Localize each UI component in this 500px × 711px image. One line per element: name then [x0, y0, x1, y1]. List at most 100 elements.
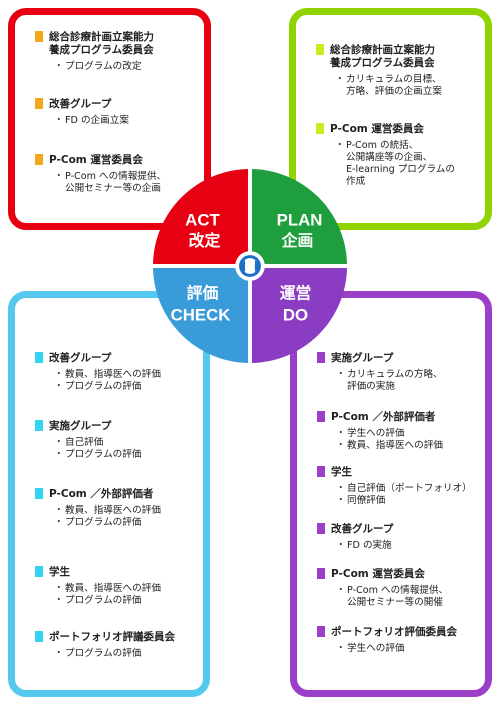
- list-item-line: 自己評価: [65, 437, 104, 448]
- list-item: 自己評価（ポートフォリオ）: [336, 483, 481, 495]
- item-list: プログラムの評価: [35, 648, 199, 660]
- group-title: 改善グループ: [35, 98, 200, 111]
- group-title-line: P-Com 運営委員会: [49, 154, 143, 166]
- group: P-Com ／外部評価者教員、指導医への評価プログラムの評価: [35, 488, 199, 529]
- list-item: 自己評価: [54, 437, 199, 449]
- list-item-line: 公開セミナー等の開催: [347, 597, 443, 608]
- item-list: 自己評価プログラムの評価: [35, 437, 199, 461]
- group-title-line: 総合診療計画立案能力: [330, 44, 435, 56]
- check-label-en: CHECK: [171, 305, 231, 324]
- group-title-line: 実施グループ: [331, 352, 394, 364]
- square-marker-icon: [35, 631, 43, 642]
- group: 学生自己評価（ポートフォリオ）同僚評価: [317, 466, 481, 507]
- group: 改善グループ FD の企画立案: [35, 98, 200, 127]
- item-list: 教員、指導医への評価プログラムの評価: [35, 505, 199, 529]
- act-label-en: ACT: [185, 210, 220, 229]
- plan-label-en: PLAN: [277, 210, 323, 229]
- list-item-line: 教員、指導医への評価: [65, 583, 161, 594]
- list-item-line: 自己評価（ポートフォリオ）: [347, 483, 472, 494]
- group-title-line: 実施グループ: [49, 420, 112, 432]
- square-marker-icon: [317, 523, 325, 534]
- check-panel: 改善グループ教員、指導医への評価プログラムの評価実施グループ自己評価プログラムの…: [8, 291, 210, 697]
- group-title-line: P-Com ／外部評価者: [49, 488, 154, 500]
- square-marker-icon: [317, 352, 325, 363]
- group-title: 実施グループ: [317, 352, 481, 365]
- group-title-line: 改善グループ: [49, 98, 112, 110]
- group: P-Com ／外部評価者学生への評価教員、指導医への評価: [317, 411, 481, 452]
- square-marker-icon: [316, 123, 324, 134]
- item-list: FD の実施: [317, 540, 481, 552]
- list-item: FD の実施: [336, 540, 481, 552]
- group-title: 改善グループ: [35, 352, 199, 365]
- group-title-line: ポートフォリオ評価委員会: [331, 626, 457, 638]
- list-item: 学生への評価: [336, 643, 481, 655]
- cycle-arrow-icon: [235, 251, 265, 281]
- list-item: カリキュラムの方略、評価の実施: [336, 369, 481, 393]
- group-title-line: 改善グループ: [49, 352, 112, 364]
- item-list: 教員、指導医への評価プログラムの評価: [35, 583, 199, 607]
- group-title-line: 学生: [331, 466, 352, 478]
- group-title: P-Com ／外部評価者: [317, 411, 481, 424]
- list-item-line: 公開セミナー等の企画: [65, 183, 161, 194]
- act-quadrant: [152, 168, 250, 266]
- list-item-line: P-Com への情報提供、: [65, 171, 167, 182]
- square-marker-icon: [317, 568, 325, 579]
- group-title: 総合診療計画立案能力養成プログラム委員会: [316, 44, 481, 70]
- group-title: P-Com 運営委員会: [35, 154, 200, 167]
- list-item-line: プログラムの評価: [65, 595, 142, 606]
- square-marker-icon: [35, 31, 43, 42]
- plan-quadrant: [250, 168, 348, 266]
- group-title-line: P-Com ／外部評価者: [331, 411, 436, 423]
- list-item-line: 教員、指導医への評価: [65, 505, 161, 516]
- item-list: FD の企画立案: [35, 115, 200, 127]
- do-label-en: DO: [283, 305, 308, 324]
- item-list: カリキュラムの方略、評価の実施: [317, 369, 481, 393]
- square-marker-icon: [35, 420, 43, 431]
- list-item: プログラムの評価: [54, 449, 199, 461]
- item-list: プログラムの改定: [35, 61, 200, 73]
- list-item: P-Com への情報提供、公開セミナー等の開催: [336, 585, 481, 609]
- check-label-ja: 評価: [187, 284, 219, 303]
- group-title-line: ポートフォリオ評議委員会: [49, 631, 175, 643]
- list-item: FD の企画立案: [54, 115, 200, 127]
- item-list: P-Com への情報提供、公開セミナー等の開催: [317, 585, 481, 609]
- group-title: ポートフォリオ評議委員会: [35, 631, 199, 644]
- item-list: 自己評価（ポートフォリオ）同僚評価: [317, 483, 481, 507]
- list-item-line: プログラムの評価: [65, 381, 142, 392]
- square-marker-icon: [317, 626, 325, 637]
- act-label-ja: 改定: [189, 231, 221, 250]
- group-title-line: 学生: [49, 566, 70, 578]
- list-item-line: 学生への評価: [347, 428, 405, 439]
- group: ポートフォリオ評価委員会学生への評価: [317, 626, 481, 655]
- list-item: 教員、指導医への評価: [54, 505, 199, 517]
- group: 総合診療計画立案能力養成プログラム委員会プログラムの改定: [35, 31, 200, 73]
- do-quadrant: [250, 266, 348, 364]
- item-list: 教員、指導医への評価プログラムの評価: [35, 369, 199, 393]
- list-item-line: プログラムの評価: [65, 517, 142, 528]
- list-item-line: プログラムの評価: [65, 648, 142, 659]
- square-marker-icon: [316, 44, 324, 55]
- group: 実施グループカリキュラムの方略、評価の実施: [317, 352, 481, 393]
- group: 実施グループ自己評価プログラムの評価: [35, 420, 199, 461]
- group: 学生教員、指導医への評価プログラムの評価: [35, 566, 199, 607]
- group: 総合診療計画立案能力養成プログラム委員会カリキュラムの目標、方略、評価の企画立案: [316, 44, 481, 98]
- square-marker-icon: [35, 98, 43, 109]
- group-title: ポートフォリオ評価委員会: [317, 626, 481, 639]
- list-item: プログラムの評価: [54, 517, 199, 529]
- list-item-line: 学生への評価: [347, 643, 405, 654]
- list-item: 同僚評価: [336, 495, 481, 507]
- list-item-line: カリキュラムの目標、: [346, 74, 442, 85]
- act-panel: 総合診療計画立案能力養成プログラム委員会プログラムの改定改善グループ FD の企画…: [8, 8, 211, 230]
- list-item-line: 教員、指導医への評価: [65, 369, 161, 380]
- group: 改善グループFD の実施: [317, 523, 481, 552]
- list-item-line: 公開講座等の企画、: [346, 152, 433, 163]
- list-item: 学生への評価: [336, 428, 481, 440]
- group-title: 学生: [317, 466, 481, 479]
- list-item-line: 評価の実施: [347, 381, 395, 392]
- list-item: 教員、指導医への評価: [336, 440, 481, 452]
- list-item: プログラムの改定: [54, 61, 200, 73]
- list-item-line: プログラムの評価: [65, 449, 142, 460]
- group: P-Com 運営委員会P-Com の統括、公開講座等の企画、E-learning…: [316, 123, 481, 188]
